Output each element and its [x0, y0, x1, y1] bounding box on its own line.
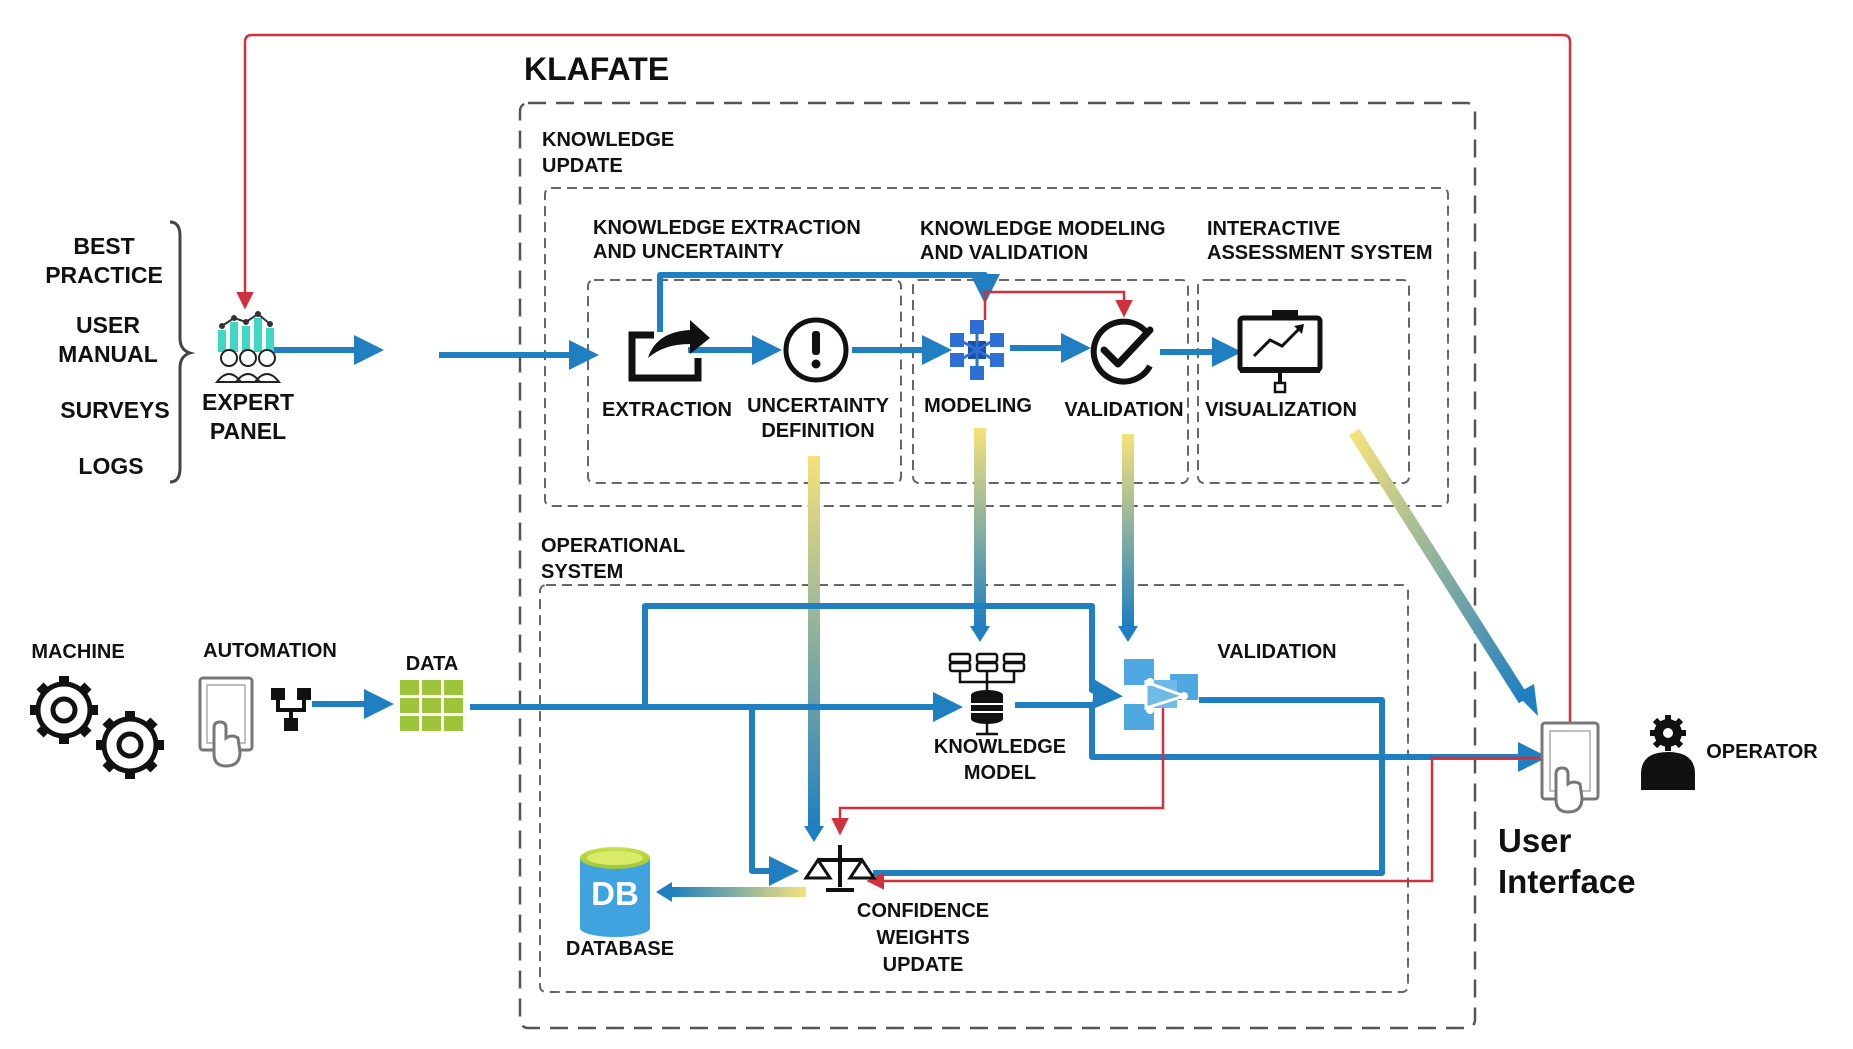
operator-icon	[1641, 715, 1695, 790]
klafate-boundary	[518, 101, 1477, 1030]
validation-to-op-validation-flow	[1122, 434, 1134, 626]
modeling-group-label: AND VALIDATION	[920, 242, 1088, 264]
data-to-weights-arrow	[749, 707, 799, 886]
modeling-group-box	[912, 279, 1189, 484]
ui-to-expert-feedback	[236, 33, 1572, 722]
data-label: DATA	[406, 653, 459, 675]
operational-system-label: SYSTEM	[541, 561, 623, 583]
uncertainty-to-weights-head	[804, 826, 824, 842]
modeling-to-knowledge-model-head	[970, 626, 990, 642]
ui-to-weights-feedback	[866, 756, 1542, 890]
source-item: LOGS	[78, 453, 143, 479]
validation-label: VALIDATION	[1064, 399, 1183, 421]
uncertainty-to-weights-flow	[808, 456, 820, 826]
weights-to-database-head	[656, 882, 672, 902]
source-item: SURVEYS	[60, 397, 170, 423]
source-item: USER	[76, 312, 140, 338]
source-item: BEST	[73, 233, 134, 259]
data-to-op-validation-arrow	[642, 603, 1123, 710]
data-grid-icon	[400, 680, 463, 731]
expert-panel-label: PANEL	[210, 418, 286, 444]
blue-flows	[268, 272, 1548, 886]
visualization-to-ui-flow	[1348, 428, 1530, 704]
validation-icon	[1090, 318, 1154, 385]
visualization-to-ui-head	[1516, 684, 1538, 716]
automation-label: AUTOMATION	[203, 640, 337, 662]
database-icon-text: DB	[591, 875, 639, 912]
op-validation-to-weights-feedback	[831, 706, 1165, 836]
automation-touch-icon	[198, 676, 254, 768]
confidence-weights-label: UPDATE	[883, 954, 964, 976]
knowledge-update-label: KNOWLEDGE	[542, 129, 674, 151]
database-icon: DB	[580, 847, 650, 937]
assessment-group-label: INTERACTIVE	[1207, 218, 1340, 240]
modeling-icon	[950, 320, 1004, 380]
automation-network-icon	[271, 688, 311, 731]
uncertainty-definition-label: UNCERTAINTY	[747, 395, 890, 417]
confidence-weights-icon	[803, 845, 877, 892]
extraction-group-label: AND UNCERTAINTY	[593, 241, 784, 263]
uncertainty-definition-label: DEFINITION	[761, 420, 874, 442]
user-interface-label: User	[1498, 822, 1572, 859]
validation-to-op-validation-head	[1118, 626, 1138, 642]
user-interface-label: Interface	[1498, 863, 1636, 900]
machine-label: MACHINE	[31, 641, 124, 663]
visualization-label: VISUALIZATION	[1205, 399, 1357, 421]
red-flows	[236, 33, 1572, 890]
modeling-label: MODELING	[924, 395, 1032, 417]
knowledge-model-icon	[948, 652, 1026, 736]
modeling-to-knowledge-model-flow	[974, 428, 986, 626]
modeling-group-label: KNOWLEDGE MODELING	[920, 218, 1166, 240]
confidence-weights-label: WEIGHTS	[876, 927, 969, 949]
op-validation-to-weights-arrow	[873, 697, 1385, 876]
extraction-label: EXTRACTION	[602, 399, 732, 421]
knowledge-model-label: KNOWLEDGE	[934, 736, 1066, 758]
sources-brace	[169, 220, 196, 484]
assessment-group-label: ASSESSMENT SYSTEM	[1207, 242, 1433, 264]
weights-to-database-flow	[672, 887, 806, 897]
extraction-to-modeling-top-arrow	[657, 272, 1000, 332]
operational-system-label: OPERATIONAL	[541, 535, 685, 557]
user-interface-icon[interactable]	[1540, 721, 1600, 814]
database-label: DATABASE	[566, 938, 674, 960]
operational-system-boundary	[539, 584, 1409, 993]
source-item: PRACTICE	[45, 262, 163, 288]
extraction-icon	[628, 320, 710, 382]
diagram-title: KLAFATE	[524, 51, 669, 87]
visualization-icon	[1237, 310, 1323, 394]
knowledge-update-label: UPDATE	[542, 155, 623, 177]
expert-panel-icon	[214, 311, 282, 383]
modeling-to-validation-feedback	[983, 290, 1133, 320]
machine-gears-icon	[30, 676, 164, 779]
extraction-group-box	[587, 279, 902, 484]
extraction-group-label: KNOWLEDGE EXTRACTION	[593, 217, 861, 239]
expert-panel-label: EXPERT	[202, 389, 294, 415]
assessment-group-box	[1197, 279, 1410, 484]
operator-label: OPERATOR	[1706, 741, 1818, 763]
uncertainty-icon	[783, 317, 849, 383]
op-validation-label: VALIDATION	[1217, 641, 1336, 663]
knowledge-model-to-ui-arrow	[1015, 702, 1548, 772]
confidence-weights-label: CONFIDENCE	[857, 900, 989, 922]
knowledge-model-label: MODEL	[964, 762, 1036, 784]
source-item: MANUAL	[58, 341, 158, 367]
op-validation-icon	[1124, 659, 1198, 730]
